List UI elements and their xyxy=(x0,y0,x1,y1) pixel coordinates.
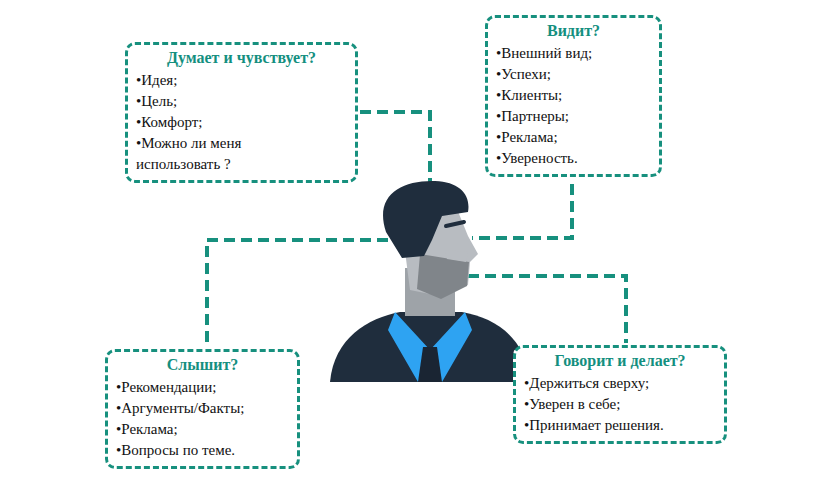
dashed-box: Слышит?•Рекомендации;•Аргументы/Факты;•Р… xyxy=(105,349,300,469)
bullet-item: •Цель; xyxy=(136,91,301,112)
bullet-item: •Аргументы/Факты; xyxy=(116,398,289,419)
dashed-box: Думает и чувствует?•Идея;•Цель;•Комфорт;… xyxy=(125,42,358,183)
bullet-item: •Комфорт; xyxy=(136,112,301,133)
bullet-item: •Уверен в себе; xyxy=(524,394,716,415)
person-figure xyxy=(330,181,530,382)
bullet-item: •Принимает решения. xyxy=(524,415,716,436)
bullet-item: •Партнеры; xyxy=(496,106,651,127)
box-heading: Слышит? xyxy=(116,355,289,375)
bullet-item: •Реклама; xyxy=(116,419,289,440)
bullet-item: •Рекомендации; xyxy=(116,377,289,398)
bullet-item: •Держиться сверху; xyxy=(524,373,716,394)
leader-line xyxy=(360,112,430,192)
leader-line xyxy=(472,184,572,238)
dashed-box: Говорит и делает?•Держиться сверху;•Увер… xyxy=(513,345,727,444)
box-heading: Видит? xyxy=(496,21,651,41)
box-heading: Думает и чувствует? xyxy=(136,48,347,68)
dashed-box: Видит?•Внешний вид;•Успехи;•Клиенты;•Пар… xyxy=(485,15,662,177)
bullet-item: •Клиенты; xyxy=(496,85,651,106)
box-heading: Говорит и делает? xyxy=(524,351,716,371)
bullet-item: •Вопросы по теме. xyxy=(116,440,289,461)
bullet-item: •Реклама; xyxy=(496,127,651,148)
bullet-item: •Можно ли меня использовать ? xyxy=(136,133,301,175)
bullet-item: •Успехи; xyxy=(496,64,651,85)
bullet-item: •Увереность. xyxy=(496,148,651,169)
bullet-item: •Внешний вид; xyxy=(496,43,651,64)
bullet-item: •Идея; xyxy=(136,70,301,91)
